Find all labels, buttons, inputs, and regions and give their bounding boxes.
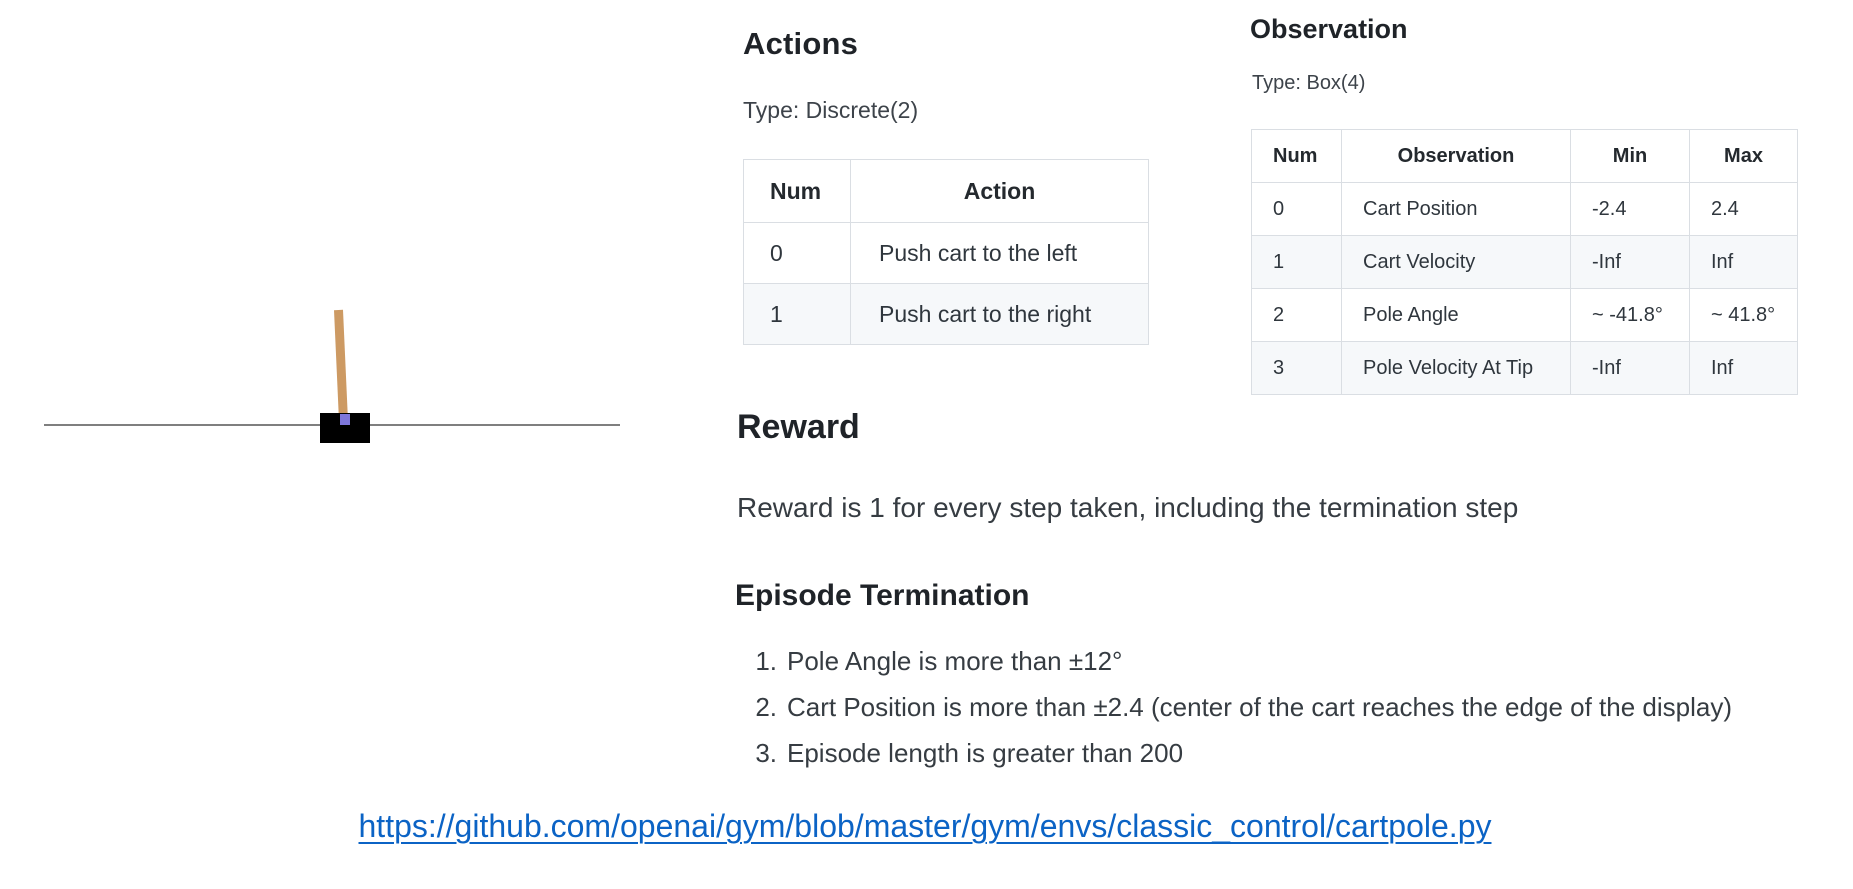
table-row: 1 Push cart to the right xyxy=(743,283,1149,345)
actions-table: Num Action 0 Push cart to the left 1 Pus… xyxy=(743,159,1149,345)
table-row: 1 Cart Velocity -Inf Inf xyxy=(1251,235,1798,289)
list-item-marker: 2. xyxy=(755,692,777,722)
observation-table-header-row: Num Observation Min Max xyxy=(1251,129,1798,183)
obs-row1-name: Cart Velocity xyxy=(1341,235,1571,289)
cartpole-figure xyxy=(44,309,620,443)
actions-header-action: Action xyxy=(850,159,1149,223)
cartpole-pole xyxy=(334,309,348,422)
obs-row1-num: 1 xyxy=(1251,235,1342,289)
observation-type-label: Type: Box(4) xyxy=(1252,72,1366,94)
list-item-text: Episode length is greater than 200 xyxy=(787,738,1184,768)
obs-row3-min: -Inf xyxy=(1570,341,1690,395)
actions-row1-num: 1 xyxy=(743,283,851,345)
observation-header-min: Min xyxy=(1570,129,1690,183)
obs-row0-num: 0 xyxy=(1251,182,1342,236)
obs-row0-max: 2.4 xyxy=(1689,182,1798,236)
reward-heading: Reward xyxy=(737,408,860,446)
actions-row0-num: 0 xyxy=(743,222,851,284)
footer: https://github.com/openai/gym/blob/maste… xyxy=(160,808,1690,845)
actions-type-label: Type: Discrete(2) xyxy=(743,97,919,123)
observation-header-num: Num xyxy=(1251,129,1342,183)
obs-row0-name: Cart Position xyxy=(1341,182,1571,236)
obs-row3-max: Inf xyxy=(1689,341,1798,395)
obs-row0-min: -2.4 xyxy=(1570,182,1690,236)
obs-row2-min: ~ -41.8° xyxy=(1570,288,1690,342)
actions-row1-action: Push cart to the right xyxy=(850,283,1149,345)
obs-row1-min: -Inf xyxy=(1570,235,1690,289)
list-item-text: Pole Angle is more than ±12° xyxy=(787,646,1123,676)
obs-row2-max: ~ 41.8° xyxy=(1689,288,1798,342)
list-item: 2. Cart Position is more than ±2.4 (cente… xyxy=(735,692,1732,723)
list-item-marker: 1. xyxy=(755,646,777,676)
observation-header-max: Max xyxy=(1689,129,1798,183)
reward-description: Reward is 1 for every step taken, includ… xyxy=(737,492,1519,523)
obs-row2-num: 2 xyxy=(1251,288,1342,342)
table-row: 3 Pole Velocity At Tip -Inf Inf xyxy=(1251,341,1798,395)
observation-header-observation: Observation xyxy=(1341,129,1571,183)
observation-heading: Observation xyxy=(1250,14,1408,44)
list-item-marker: 3. xyxy=(755,738,777,768)
cartpole-axle xyxy=(340,414,350,425)
table-row: 0 Push cart to the left xyxy=(743,222,1149,284)
obs-row3-name: Pole Velocity At Tip xyxy=(1341,341,1571,395)
actions-header-num: Num xyxy=(743,159,851,223)
obs-row2-name: Pole Angle xyxy=(1341,288,1571,342)
actions-heading: Actions xyxy=(743,26,859,61)
observation-table: Num Observation Min Max 0 Cart Position … xyxy=(1251,129,1798,395)
list-item-text: Cart Position is more than ±2.4 (center … xyxy=(787,692,1732,722)
episode-termination-heading: Episode Termination xyxy=(735,579,1030,612)
actions-row0-action: Push cart to the left xyxy=(850,222,1149,284)
obs-row3-num: 3 xyxy=(1251,341,1342,395)
list-item: 3. Episode length is greater than 200 xyxy=(735,738,1183,769)
table-row: 2 Pole Angle ~ -41.8° ~ 41.8° xyxy=(1251,288,1798,342)
table-row: 0 Cart Position -2.4 2.4 xyxy=(1251,182,1798,236)
obs-row1-max: Inf xyxy=(1689,235,1798,289)
github-cartpole-source-link[interactable]: https://github.com/openai/gym/blob/maste… xyxy=(358,808,1492,844)
actions-table-header-row: Num Action xyxy=(743,159,1149,223)
list-item: 1. Pole Angle is more than ±12° xyxy=(735,646,1122,677)
